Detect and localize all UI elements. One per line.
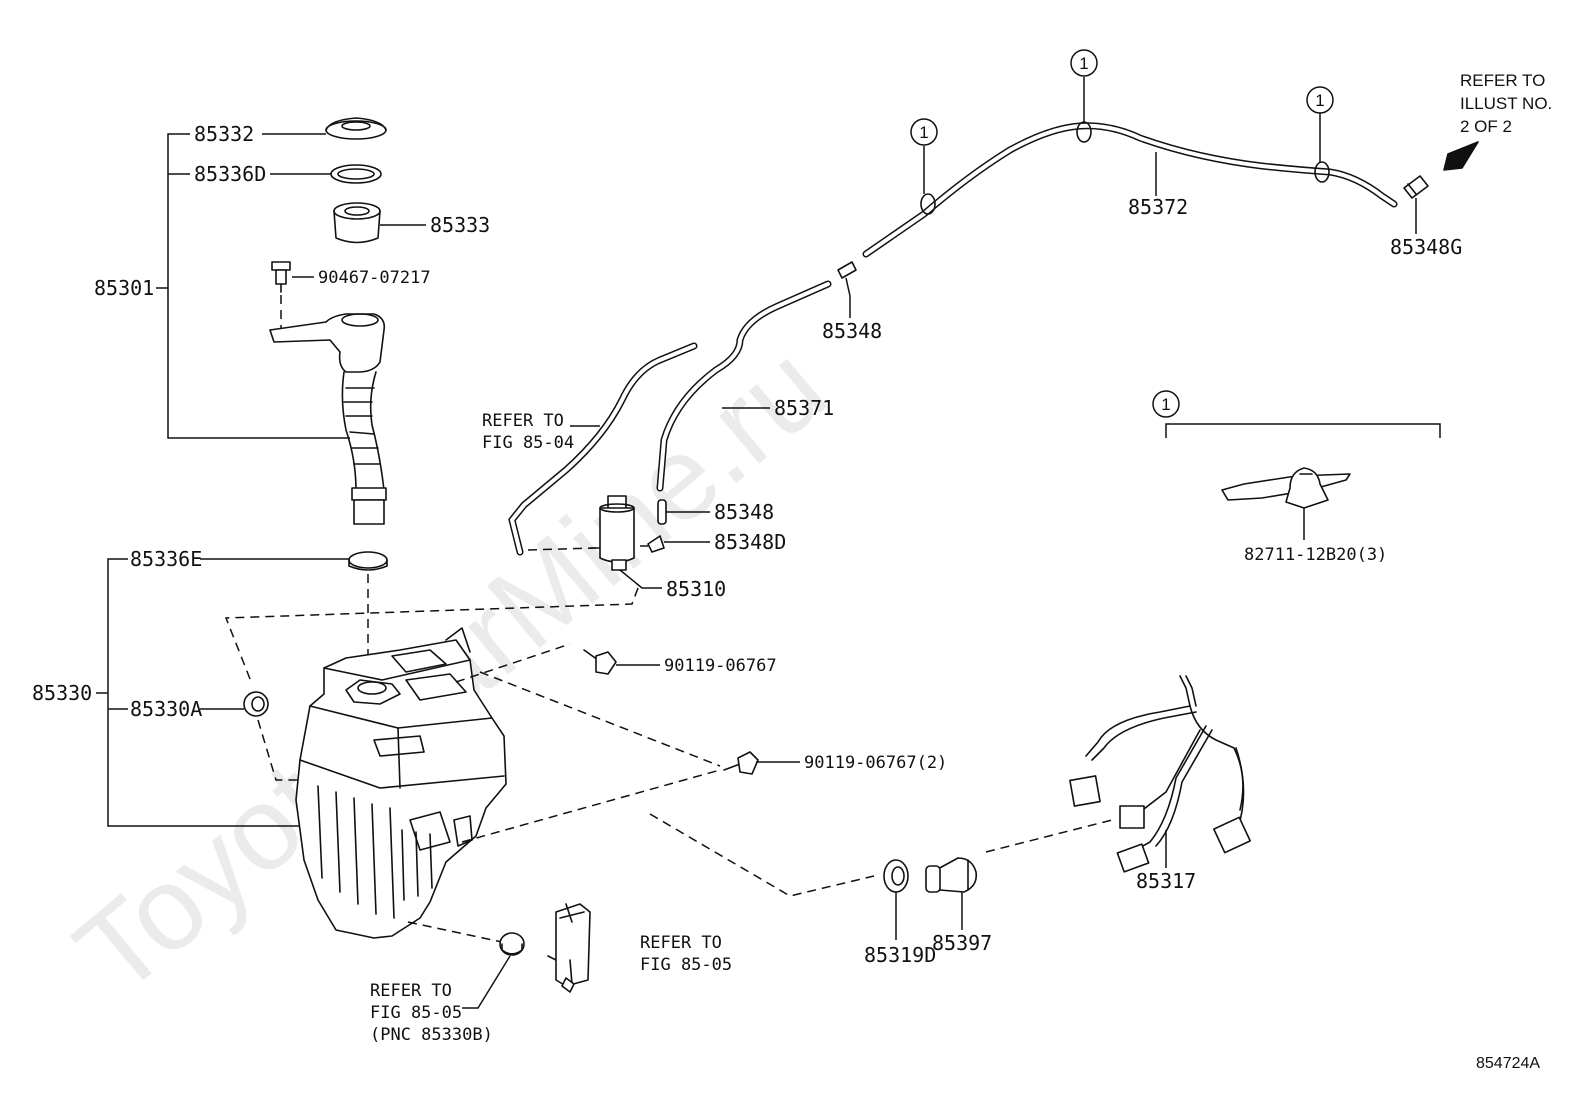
grommet-85336E (348, 551, 388, 571)
label-82711-12B20: 82711-12B20(3) (1244, 545, 1387, 565)
joint-85348-lower (657, 499, 667, 525)
label-85310: 85310 (666, 577, 726, 601)
bulb-socket-85397 (925, 857, 978, 893)
svg-text:(PNC 85330B): (PNC 85330B) (370, 1025, 493, 1045)
clamp-82711 (1221, 467, 1351, 509)
refer-arrow (1443, 141, 1479, 171)
svg-text:ILLUST NO.: ILLUST NO. (1460, 94, 1552, 113)
wire-harness-85317 (1069, 675, 1251, 873)
label-85348-upper: 85348 (822, 319, 882, 343)
label-85372: 85372 (1128, 195, 1188, 219)
label-85330: 85330 (32, 681, 92, 705)
gasket-85336D (330, 164, 382, 184)
washer-tank-85330 (295, 627, 507, 939)
strainer-85333 (333, 202, 381, 244)
ref-fig-85-04: REFER TO FIG 85-04 (482, 411, 574, 453)
grommet-85319D (883, 859, 909, 893)
joint-85348-upper (837, 261, 857, 279)
svg-text:1: 1 (919, 123, 928, 142)
label-85336D: 85336D (194, 162, 266, 186)
label-90119-06767-2: 90119-06767(2) (804, 753, 947, 773)
svg-text:REFER TO: REFER TO (640, 933, 722, 953)
hose-85372 (862, 122, 1398, 258)
label-85301: 85301 (94, 276, 154, 300)
label-85336E: 85336E (130, 547, 202, 571)
label-85371: 85371 (774, 396, 834, 420)
filler-neck-85301 (269, 313, 387, 525)
ref-illust-2-of-2: REFER TO ILLUST NO. 2 OF 2 (1460, 71, 1552, 136)
clip-90467 (271, 261, 291, 293)
label-85397: 85397 (932, 931, 992, 955)
clip-bracket-82711 (1165, 423, 1441, 438)
svg-text:REFER TO: REFER TO (482, 411, 564, 431)
elbow-85348D (647, 535, 665, 553)
grommet-85330A (243, 691, 269, 717)
svg-text:FIG 85-05: FIG 85-05 (640, 955, 732, 975)
svg-text:FIG 85-05: FIG 85-05 (370, 1003, 462, 1023)
svg-text:REFER TO: REFER TO (1460, 71, 1545, 90)
bolt-90119-b (723, 751, 759, 775)
label-85317: 85317 (1136, 869, 1196, 893)
bracket-85301 (156, 133, 350, 439)
svg-text:2 OF 2: 2 OF 2 (1460, 117, 1512, 136)
label-85332: 85332 (194, 122, 254, 146)
check-valve-85348G (1403, 175, 1429, 199)
svg-text:1: 1 (1161, 395, 1170, 414)
label-85348G: 85348G (1390, 235, 1462, 259)
bracket-85330 (96, 558, 320, 827)
ref-fig-85-05-right: REFER TO FIG 85-05 (640, 933, 732, 975)
label-85348-lower: 85348 (714, 500, 774, 524)
washer-pump-85310 (589, 495, 635, 571)
label-90119-06767: 90119-06767 (664, 656, 777, 676)
label-85348D: 85348D (714, 530, 786, 554)
level-sensor (547, 903, 591, 993)
label-85319D: 85319D (864, 943, 936, 967)
callout-marker-1: 1 1 1 1 (910, 49, 1334, 418)
svg-text:FIG 85-04: FIG 85-04 (482, 433, 574, 453)
label-90467-07217: 90467-07217 (318, 268, 431, 288)
cap-85332 (325, 117, 387, 140)
label-85330A: 85330A (130, 697, 202, 721)
svg-text:REFER TO: REFER TO (370, 981, 452, 1001)
grommet-85330B (499, 932, 525, 956)
ref-fig-85-05-left: REFER TO FIG 85-05 (PNC 85330B) (370, 981, 493, 1045)
bolt-90119-a (583, 649, 617, 675)
diagram-id: 854724A (1476, 1055, 1540, 1072)
svg-text:1: 1 (1079, 54, 1088, 73)
label-85333: 85333 (430, 213, 490, 237)
svg-text:1: 1 (1315, 91, 1324, 110)
